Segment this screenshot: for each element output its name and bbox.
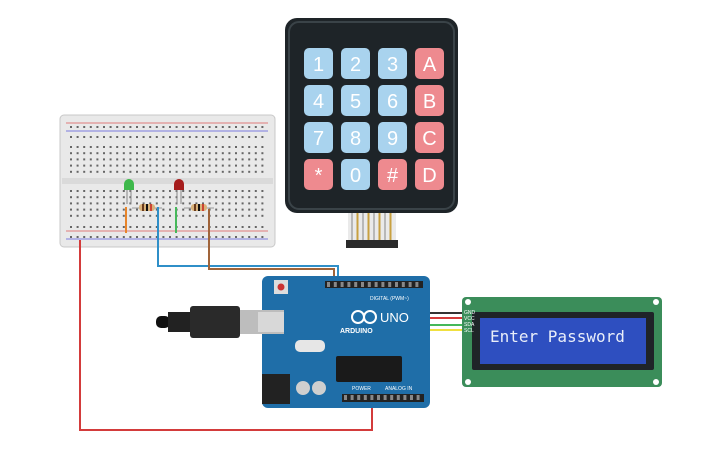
usb-cable bbox=[156, 306, 284, 338]
key-C[interactable]: C bbox=[415, 122, 444, 153]
analog-label: ANALOG IN bbox=[385, 386, 413, 392]
key-label: 1 bbox=[313, 54, 324, 76]
key-D[interactable]: D bbox=[415, 159, 444, 190]
red-wire bbox=[79, 240, 373, 431]
key-6[interactable]: 6 bbox=[378, 85, 407, 116]
keypad: 1 2 3 A 4 5 6 B 7 8 9 C * 0 # D bbox=[285, 18, 458, 248]
arduino-brand: ARDUINO bbox=[340, 328, 373, 335]
lcd-pin-vcc: VCC bbox=[464, 316, 475, 322]
key-label: 2 bbox=[350, 54, 361, 76]
key-4[interactable]: 4 bbox=[304, 85, 333, 116]
keypad-ribbon bbox=[346, 213, 398, 248]
resistor-2 bbox=[184, 204, 214, 211]
key-label: C bbox=[422, 128, 436, 150]
key-label: A bbox=[423, 54, 437, 76]
green-led bbox=[124, 179, 134, 204]
key-label: 0 bbox=[350, 165, 361, 187]
breadboard-holes bbox=[70, 126, 264, 238]
key-A[interactable]: A bbox=[415, 48, 444, 79]
key-8[interactable]: 8 bbox=[341, 122, 370, 153]
key-label: 8 bbox=[350, 128, 361, 150]
arduino-pin-headers bbox=[327, 282, 420, 400]
red-led bbox=[174, 179, 184, 204]
key-*[interactable]: * bbox=[304, 159, 333, 190]
key-label: * bbox=[315, 165, 323, 187]
lcd-text: Enter Password bbox=[490, 327, 625, 346]
key-label: 3 bbox=[387, 54, 398, 76]
key-label: 6 bbox=[387, 91, 398, 113]
key-2[interactable]: 2 bbox=[341, 48, 370, 79]
key-7[interactable]: 7 bbox=[304, 122, 333, 153]
breadboard bbox=[59, 114, 276, 248]
lcd-pin-gnd: GND bbox=[464, 310, 476, 316]
arduino-board: UNO ARDUINO DIGITAL (PWM~) POWER ANALOG … bbox=[262, 276, 430, 408]
lcd-pin-sda: SDA bbox=[464, 322, 475, 328]
key-0[interactable]: 0 bbox=[341, 159, 370, 190]
power-label: POWER bbox=[352, 386, 371, 392]
key-3[interactable]: 3 bbox=[378, 48, 407, 79]
key-label: # bbox=[387, 165, 399, 187]
key-5[interactable]: 5 bbox=[341, 85, 370, 116]
key-label: 9 bbox=[387, 128, 398, 150]
digital-label: DIGITAL (PWM~) bbox=[370, 296, 409, 302]
power-jack bbox=[262, 374, 290, 404]
key-label: 5 bbox=[350, 91, 361, 113]
blue-wire bbox=[157, 207, 339, 284]
key-1[interactable]: 1 bbox=[304, 48, 333, 79]
keypad-keys: 1 2 3 A 4 5 6 B 7 8 9 C * 0 # D bbox=[304, 48, 444, 190]
key-label: B bbox=[423, 91, 436, 113]
key-label: 7 bbox=[313, 128, 324, 150]
key-B[interactable]: B bbox=[415, 85, 444, 116]
key-9[interactable]: 9 bbox=[378, 122, 407, 153]
lcd-screen bbox=[480, 318, 646, 364]
lcd-pin-scl: SCL bbox=[464, 328, 474, 334]
arduino-model: UNO bbox=[380, 310, 409, 325]
key-label: D bbox=[422, 165, 436, 187]
key-label: 4 bbox=[313, 91, 324, 113]
key-#[interactable]: # bbox=[378, 159, 407, 190]
atmega-chip bbox=[336, 356, 402, 382]
